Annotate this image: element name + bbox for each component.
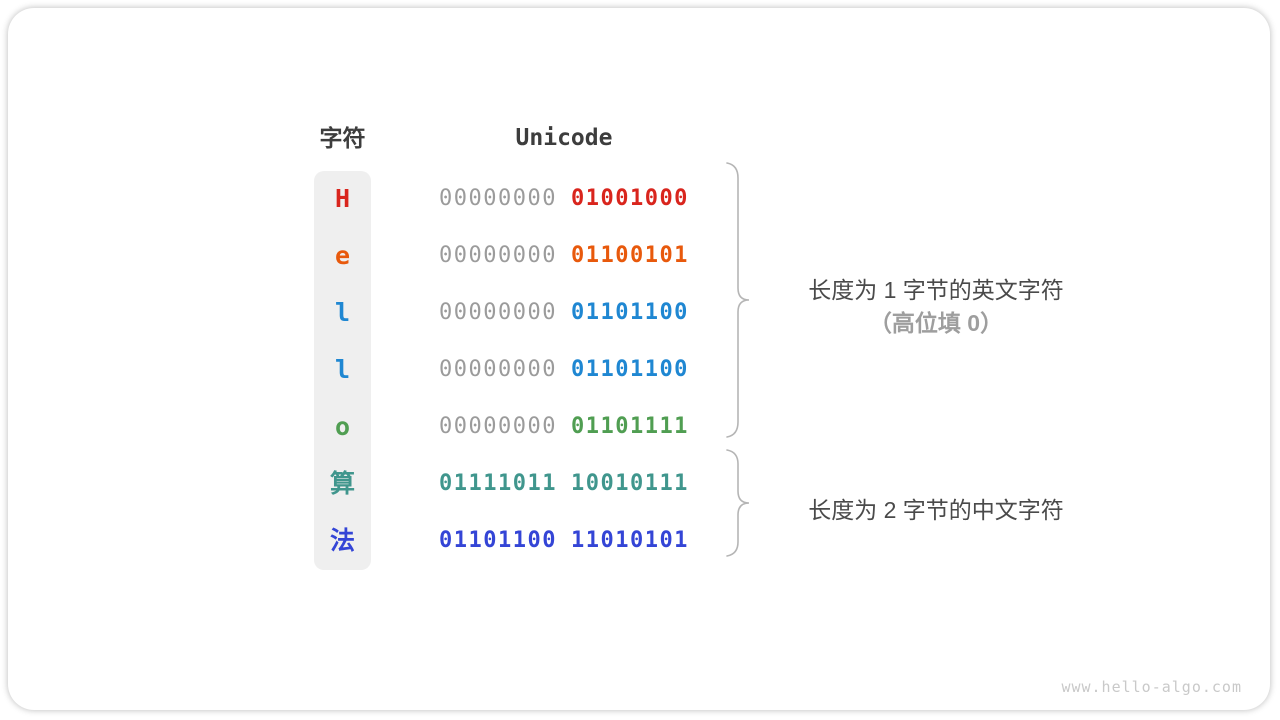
unicode-binary: 00000000 01101100	[439, 297, 689, 329]
char-cell: 法	[329, 526, 355, 555]
byte1: 00000000	[439, 414, 557, 439]
byte1: 00000000	[439, 300, 557, 325]
unicode-binary: 01101100 11010101	[439, 525, 689, 557]
byte2: 11010101	[570, 528, 689, 553]
brace-1byte-group	[726, 162, 750, 438]
unicode-binary: 01111011 10010111	[439, 468, 689, 500]
byte2: 01001000	[570, 186, 689, 211]
byte2: 01101100	[570, 300, 689, 325]
char-cell: l	[334, 355, 351, 384]
watermark: www.hello-algo.com	[1061, 678, 1242, 696]
annotation-1byte: 长度为 1 字节的英文字符 （高位填 0）	[760, 274, 1112, 340]
unicode-binary: 00000000 01101100	[439, 354, 689, 386]
column-header-char: 字符	[319, 125, 366, 151]
byte1: 00000000	[439, 186, 557, 211]
byte1: 00000000	[439, 357, 557, 382]
char-cell: o	[334, 412, 351, 441]
char-cell: l	[334, 298, 351, 327]
unicode-binary: 00000000 01100101	[439, 240, 689, 272]
char-cell: e	[334, 241, 351, 270]
byte2: 10010111	[570, 471, 689, 496]
brace-path	[726, 162, 750, 438]
char-cell: 算	[329, 469, 355, 498]
byte1: 01111011	[439, 471, 557, 496]
unicode-binary: 00000000 01101111	[439, 411, 689, 443]
byte2: 01101111	[570, 414, 689, 439]
byte1: 00000000	[439, 243, 557, 268]
annotation-line1: 长度为 1 字节的英文字符	[808, 277, 1064, 303]
column-header-unicode: Unicode	[515, 125, 613, 151]
byte2: 01100101	[570, 243, 689, 268]
brace-2byte-group	[726, 449, 750, 557]
char-cell: H	[334, 184, 351, 213]
unicode-binary: 00000000 01001000	[439, 183, 689, 215]
char-column-background	[314, 171, 371, 570]
annotation-line2: （高位填 0）	[868, 310, 1004, 336]
byte2: 01101100	[570, 357, 689, 382]
brace-path	[726, 449, 750, 557]
annotation-line1: 长度为 2 字节的中文字符	[808, 497, 1064, 523]
byte1: 01101100	[439, 528, 557, 553]
annotation-2byte: 长度为 2 字节的中文字符	[760, 494, 1112, 527]
diagram-card: 字符 Unicode H 00000000 01001000 e 00000000…	[8, 8, 1270, 710]
